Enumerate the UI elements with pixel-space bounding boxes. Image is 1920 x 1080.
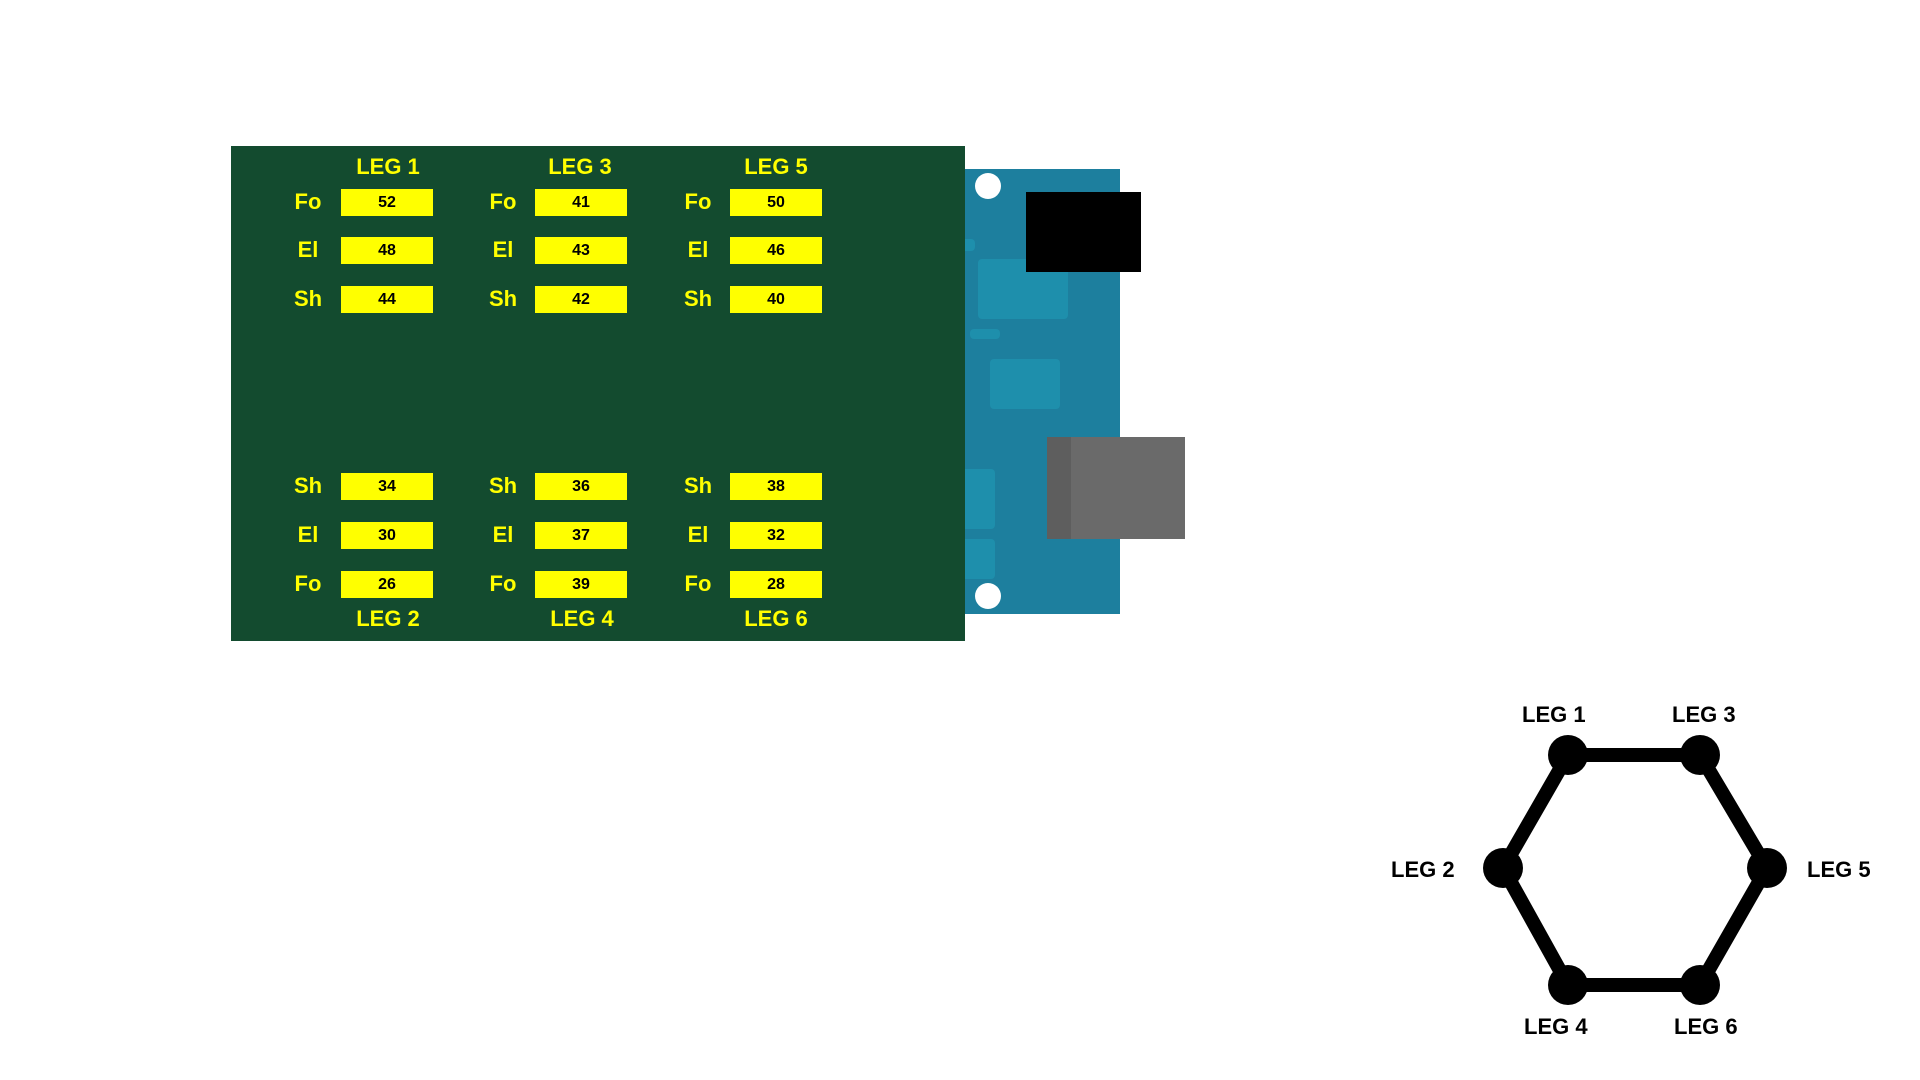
- hex-label-leg6: LEG 6: [1674, 1014, 1738, 1039]
- pin-box: 44: [341, 286, 433, 313]
- joint-label: El: [297, 237, 319, 262]
- pin-box: 36: [535, 473, 627, 500]
- joint-label: Sh: [683, 473, 713, 498]
- leg-title: LEG 1: [356, 154, 420, 179]
- mounting-hole: [975, 173, 1001, 199]
- hex-label-leg2: LEG 2: [1391, 857, 1455, 882]
- pin-box: 43: [535, 237, 627, 264]
- pin-box: 52: [341, 189, 433, 216]
- pin-box: 34: [341, 473, 433, 500]
- leg-node-2: [1483, 848, 1523, 888]
- joint-label: Sh: [293, 473, 323, 498]
- power-jack: [1026, 192, 1141, 272]
- leg-title: LEG 6: [744, 606, 808, 631]
- hex-label-leg3: LEG 3: [1672, 702, 1736, 727]
- leg-node-1: [1548, 735, 1588, 775]
- joint-label: Sh: [683, 286, 713, 311]
- pin-box: 50: [730, 189, 822, 216]
- pin-box: 26: [341, 571, 433, 598]
- joint-label: El: [687, 237, 709, 262]
- leg-title: LEG 3: [548, 154, 612, 179]
- joint-label: El: [687, 522, 709, 547]
- pin-box: 41: [535, 189, 627, 216]
- hexagon-body: [1496, 748, 1774, 992]
- pin-box: 30: [341, 522, 433, 549]
- servo-shield: [231, 146, 965, 641]
- leg-title: LEG 2: [356, 606, 420, 631]
- pin-box: 48: [341, 237, 433, 264]
- joint-label: Fo: [489, 189, 517, 214]
- joint-label: El: [297, 522, 319, 547]
- leg-node-5: [1747, 848, 1787, 888]
- leg-title: LEG 5: [744, 154, 808, 179]
- pin-box: 28: [730, 571, 822, 598]
- joint-label: Fo: [684, 189, 712, 214]
- pin-box: 40: [730, 286, 822, 313]
- usb-port: [1047, 437, 1185, 539]
- board-trace: [970, 329, 1000, 339]
- pin-box: 46: [730, 237, 822, 264]
- joint-label: El: [492, 522, 514, 547]
- joint-label: Fo: [684, 571, 712, 596]
- joint-label: Sh: [488, 473, 518, 498]
- leg-title: LEG 4: [550, 606, 614, 631]
- pin-box: 38: [730, 473, 822, 500]
- leg-node-3: [1680, 735, 1720, 775]
- joint-label: Fo: [294, 571, 322, 596]
- pin-box: 39: [535, 571, 627, 598]
- mounting-hole: [975, 583, 1001, 609]
- joint-label: Fo: [294, 189, 322, 214]
- pin-box: 42: [535, 286, 627, 313]
- hex-label-leg1: LEG 1: [1522, 702, 1586, 727]
- leg-node-4: [1548, 965, 1588, 1005]
- hex-label-leg4: LEG 4: [1524, 1014, 1588, 1039]
- pin-box: 32: [730, 522, 822, 549]
- pin-box: 37: [535, 522, 627, 549]
- joint-label: Sh: [488, 286, 518, 311]
- joint-label: El: [492, 237, 514, 262]
- board-chip: [990, 359, 1060, 409]
- joint-label: Sh: [293, 286, 323, 311]
- hex-label-leg5: LEG 5: [1807, 857, 1871, 882]
- leg-node-6: [1680, 965, 1720, 1005]
- joint-label: Fo: [489, 571, 517, 596]
